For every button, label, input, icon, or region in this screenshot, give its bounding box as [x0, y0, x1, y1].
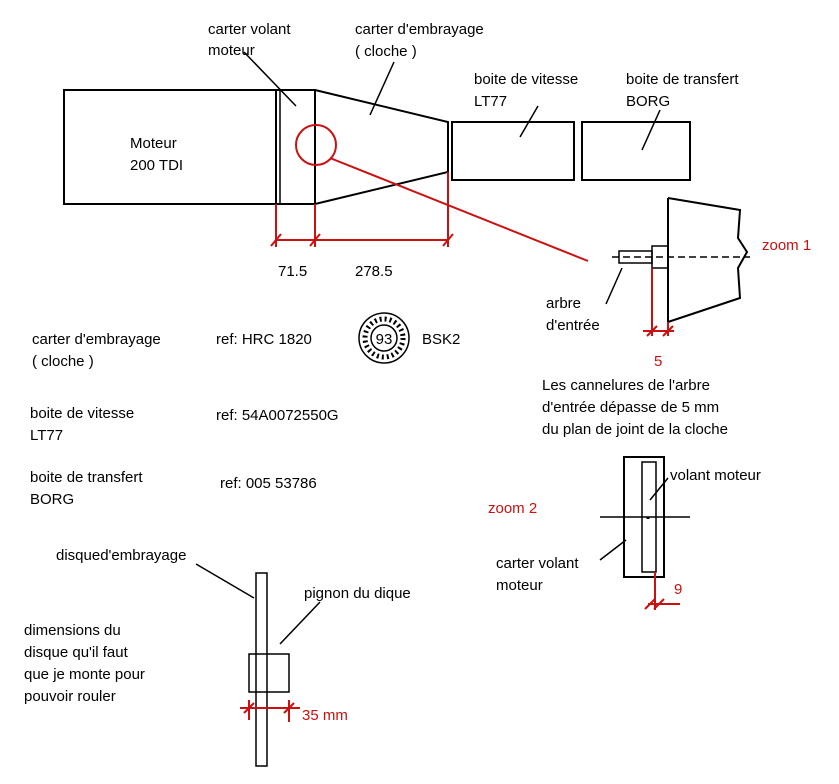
ref2-ref: ref: 54A0072550G: [216, 407, 339, 424]
zoom-connector: [329, 157, 589, 262]
ref3-name-2: BORG: [30, 491, 74, 508]
disque-desc-3: que je monte pour: [24, 666, 145, 683]
disque-title: disqued'embrayage: [56, 547, 186, 564]
label-boite-vitesse: boite de vitesse: [474, 71, 578, 88]
zoom1-arbre: arbre: [546, 295, 581, 312]
ref1-name-2: ( cloche ): [32, 353, 94, 370]
zoom1-title: zoom 1: [762, 237, 811, 254]
boite-transfert-block: [581, 121, 691, 181]
label-boite-transfert: boite de transfert: [626, 71, 739, 88]
disque-dim: 35 mm: [302, 707, 348, 724]
label-boite-transfert-2: BORG: [626, 93, 670, 110]
zoom2-carter-label: carter volant: [496, 555, 579, 572]
dim-278-5: 278.5: [355, 263, 393, 280]
zoom2-dim: 9: [674, 581, 682, 598]
zoom2-title: zoom 2: [488, 500, 537, 517]
label-carter-embrayage-2: ( cloche ): [355, 43, 417, 60]
zoom1-cloche: [667, 197, 749, 323]
label-moteur-2: 200 TDI: [130, 157, 183, 174]
ref3-ref: ref: 005 53786: [220, 475, 317, 492]
ref1-name: carter d'embrayage: [32, 331, 161, 348]
disque-pignon: [248, 653, 290, 693]
ref1-code: BSK2: [422, 331, 460, 348]
ref1-ref: ref: HRC 1820: [216, 331, 312, 348]
zoom-circle: [295, 124, 337, 166]
label-boite-vitesse-2: LT77: [474, 93, 507, 110]
label-carter-volant: carter volant: [208, 21, 291, 38]
ref2-name-2: LT77: [30, 427, 63, 444]
gear-badge-number: 93: [376, 331, 393, 348]
boite-vitesse-block: [451, 121, 575, 181]
carter-volant-block: [275, 89, 316, 205]
cloche-shape: [314, 89, 449, 205]
zoom1-arbre-2: d'entrée: [546, 317, 600, 334]
disque-desc-2: disque qu'il faut: [24, 644, 129, 661]
zoom1-note-2: d'entrée dépasse de 5 mm: [542, 399, 719, 416]
label-moteur: Moteur: [130, 135, 177, 152]
disque-plate: [255, 572, 268, 767]
label-carter-embrayage: carter d'embrayage: [355, 21, 484, 38]
zoom1-note-1: Les cannelures de l'arbre: [542, 377, 710, 394]
zoom1-dim: 5: [654, 353, 662, 370]
zoom2-volant-label: volant moteur: [670, 467, 761, 484]
ref2-name: boite de vitesse: [30, 405, 134, 422]
disque-desc-4: pouvoir rouler: [24, 688, 116, 705]
gear-badge: 93: [358, 312, 410, 364]
ref3-name: boite de transfert: [30, 469, 143, 486]
disque-pignon-label: pignon du dique: [304, 585, 411, 602]
label-carter-volant-2: moteur: [208, 42, 255, 59]
dim-71-5: 71.5: [278, 263, 307, 280]
zoom2-carter-label-2: moteur: [496, 577, 543, 594]
disque-desc-1: dimensions du: [24, 622, 121, 639]
zoom1-note-3: du plan de joint de la cloche: [542, 421, 728, 438]
